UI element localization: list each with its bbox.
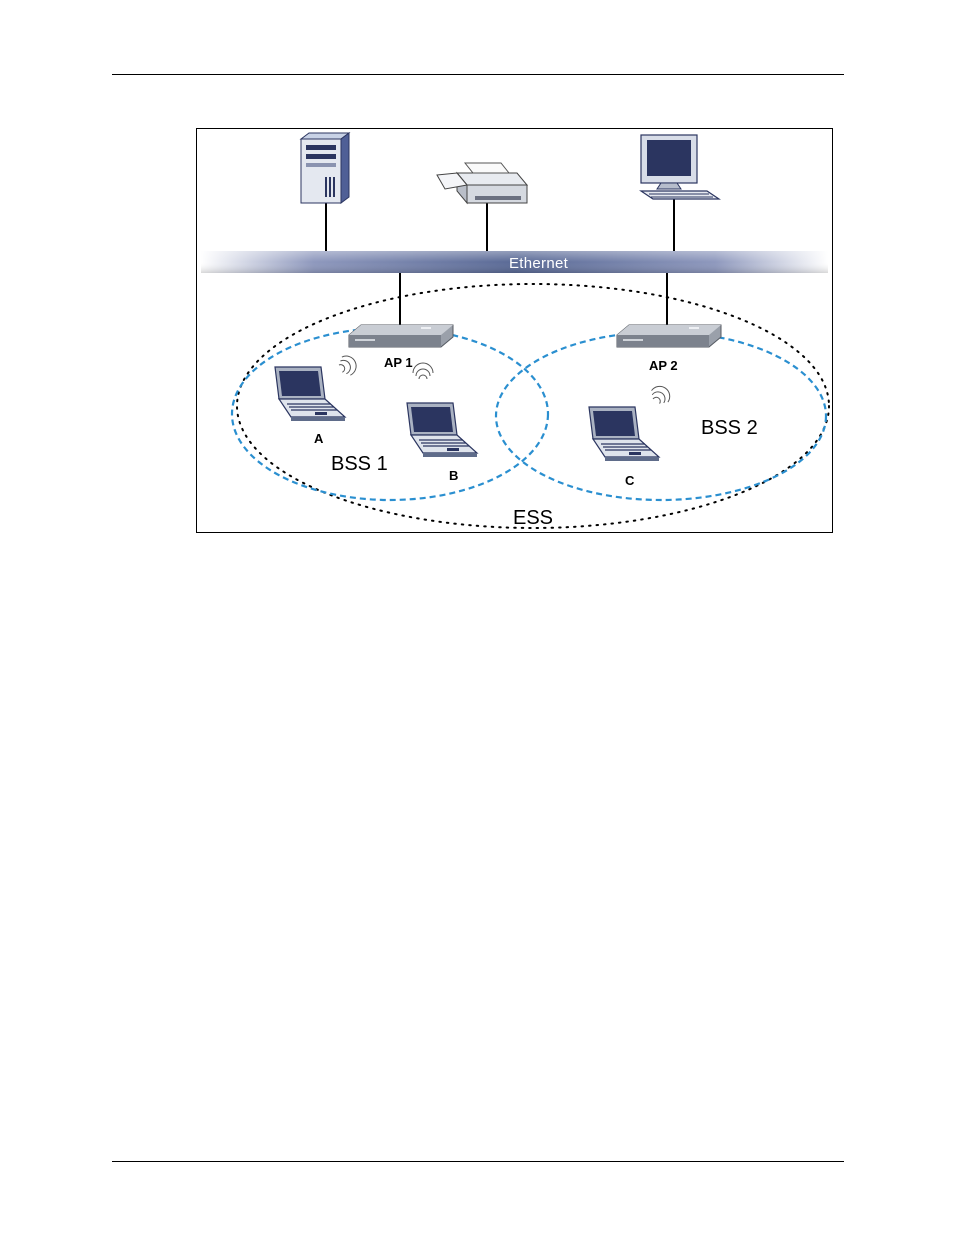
- client-c-label: C: [625, 473, 634, 488]
- ethernet-label: Ethernet: [509, 255, 568, 272]
- footer-rule: [112, 1161, 844, 1162]
- workstation-icon: [641, 135, 719, 199]
- laptop-c-icon: [589, 407, 659, 461]
- laptop-b-icon: [407, 403, 477, 457]
- ess-label: ESS: [513, 507, 553, 530]
- ap1-label: AP 1: [384, 355, 413, 370]
- client-b-label: B: [449, 468, 458, 483]
- printer-icon: [437, 163, 527, 203]
- wifi-signal-icon-a: [336, 353, 359, 378]
- ap2-label: AP 2: [649, 358, 678, 373]
- wifi-signal-icon-c: [648, 382, 674, 407]
- diagram-canvas: [197, 129, 832, 532]
- laptop-a-icon: [275, 367, 345, 421]
- network-diagram-figure: Ethernet AP 1 AP 2 A B C BSS 1 BSS 2 ESS: [196, 128, 833, 533]
- ap1-device-icon: [349, 325, 453, 347]
- bss1-boundary: [232, 328, 548, 500]
- server-icon: [301, 133, 349, 203]
- bss2-label: BSS 2: [701, 417, 758, 440]
- client-a-label: A: [314, 431, 323, 446]
- header-rule: [112, 74, 844, 75]
- wifi-signal-icon-b: [413, 363, 433, 379]
- bss1-label: BSS 1: [331, 453, 388, 476]
- ap2-device-icon: [617, 325, 721, 347]
